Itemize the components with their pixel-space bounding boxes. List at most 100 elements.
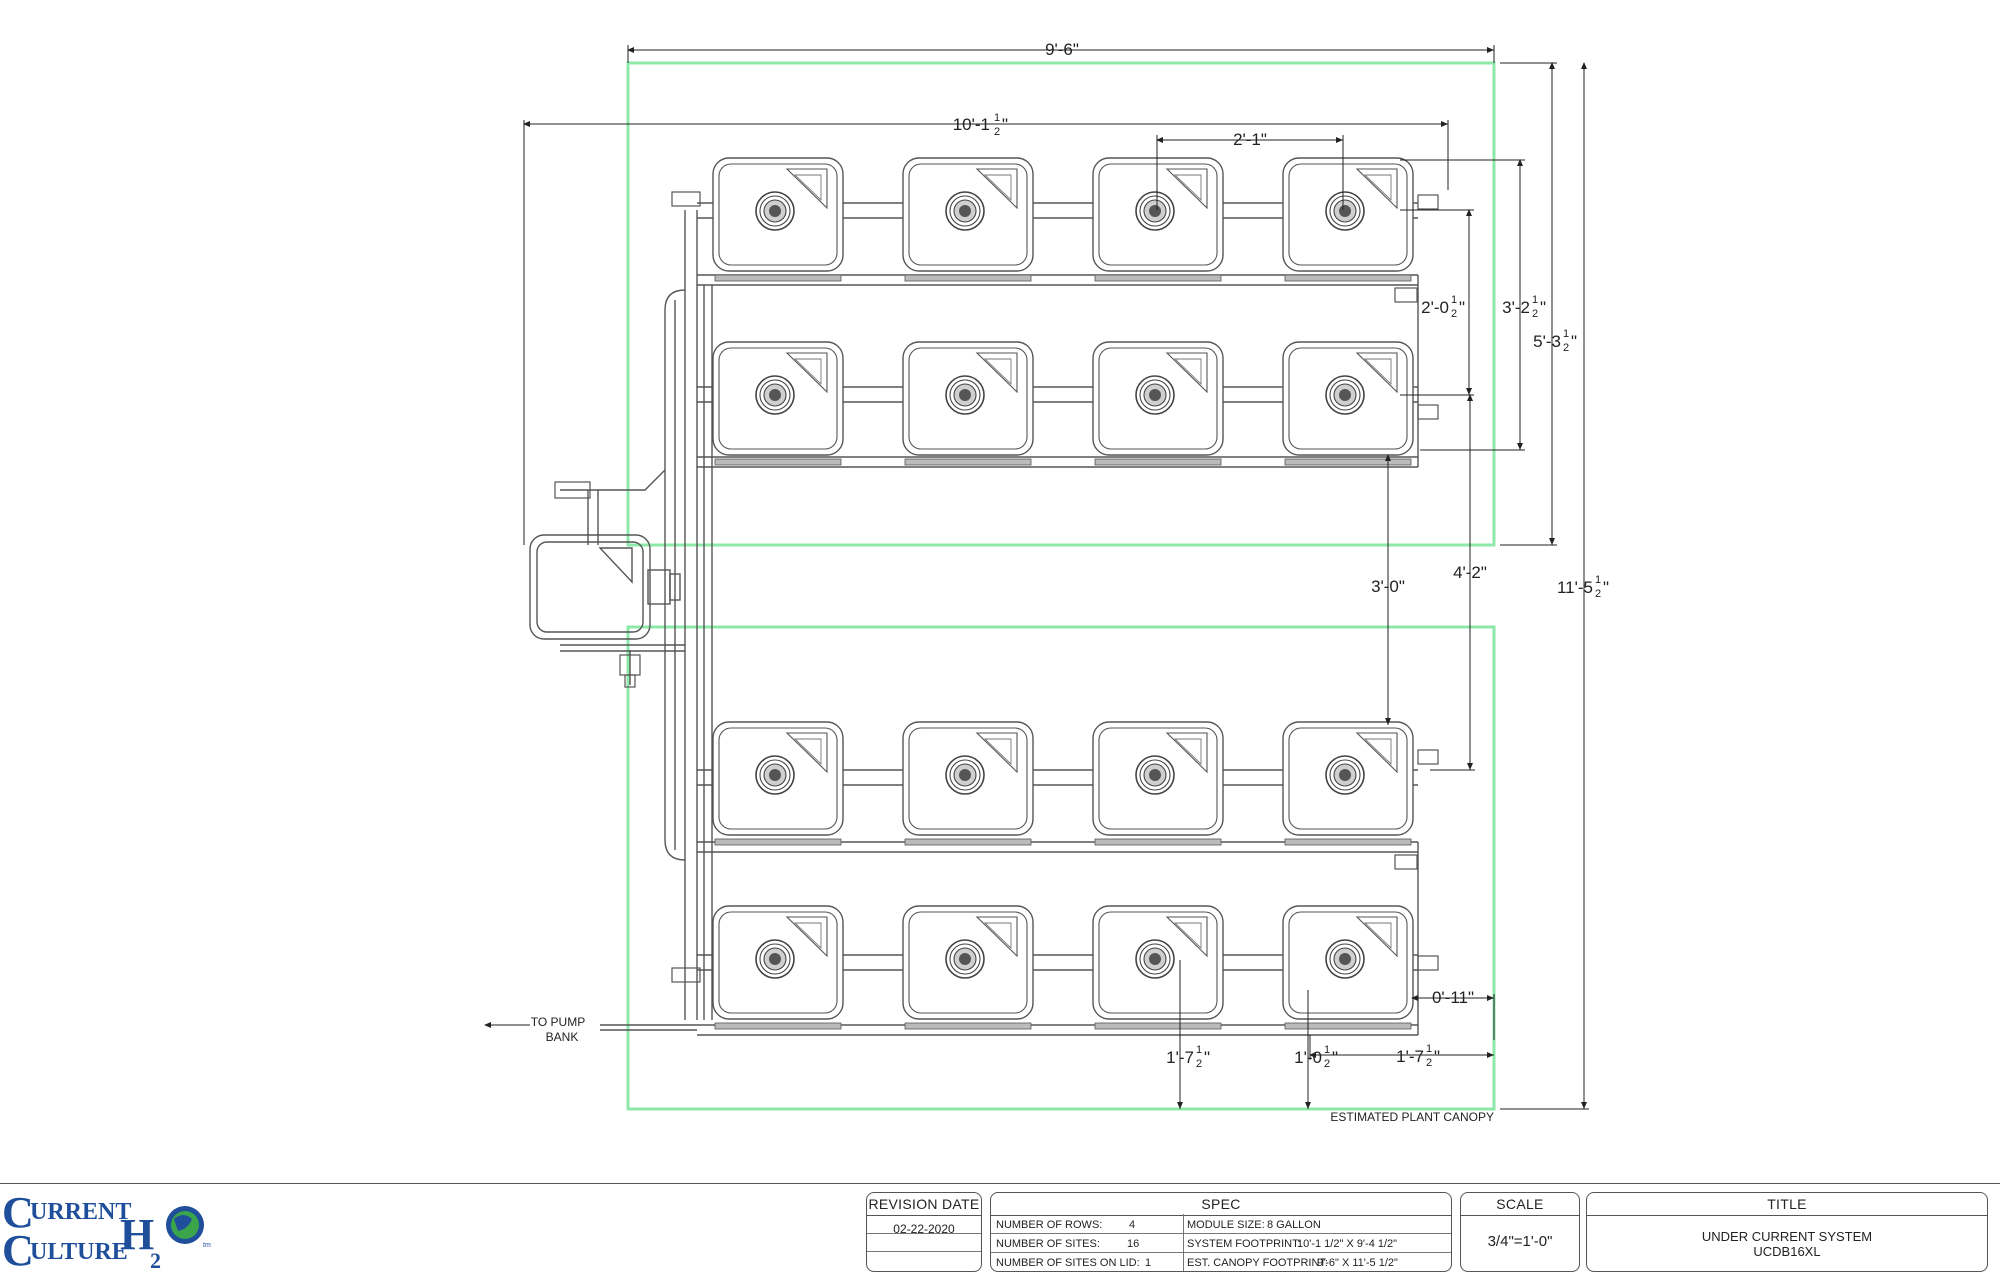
net-pot-site <box>945 939 985 979</box>
dim-overall-length: 11'-5 <box>1557 578 1593 597</box>
logo-2: 2 <box>150 1248 161 1271</box>
grow-module <box>1092 341 1224 466</box>
spec-module-size-value: 8 GALLON <box>1267 1219 1321 1231</box>
grow-module <box>1092 157 1224 282</box>
spec-canopy-footprint-label: EST. CANOPY FOOTPRINT: <box>1187 1257 1328 1269</box>
net-pot-site <box>755 191 795 231</box>
trademark: tm <box>203 1242 211 1249</box>
grow-module <box>1092 905 1224 1030</box>
to-pump-bank-label-1: TO PUMP <box>531 1015 585 1029</box>
estimated-plant-canopy-label: ESTIMATED PLANT CANOPY <box>1330 1110 1494 1124</box>
net-pot-site <box>755 755 795 795</box>
grow-module <box>1282 721 1414 846</box>
revision-date-box: REVISION DATE 02-22-2020 <box>866 1192 982 1272</box>
dim-aisle: 3'-0" <box>1371 577 1405 596</box>
spec-sites-label: NUMBER OF SITES: <box>996 1238 1100 1250</box>
row-divider <box>991 1252 1451 1253</box>
net-pot-site <box>1325 755 1365 795</box>
canopy-zone-lower <box>626 625 1496 1111</box>
grow-module <box>712 905 844 1030</box>
fraction-bottom: 2 <box>1324 1058 1330 1070</box>
title-line-2: UCDB16XL <box>1753 1244 1821 1259</box>
dim-end-clearance: 0'-11" <box>1432 988 1474 1007</box>
grow-module <box>902 157 1034 282</box>
scale-value: 3/4"=1'-0" <box>1487 1233 1553 1250</box>
dimension-lines <box>484 45 1589 1110</box>
net-pot-site <box>1135 939 1175 979</box>
grow-module-grid <box>712 157 1414 1030</box>
grow-module <box>902 905 1034 1030</box>
inch-mark: " <box>1434 1047 1440 1066</box>
revision-date-header: REVISION DATE <box>867 1193 981 1216</box>
spec-rows-value: 4 <box>1129 1219 1136 1231</box>
grow-module <box>712 157 844 282</box>
dim-row-spacing: 2'-0 <box>1421 298 1449 317</box>
fraction-bottom: 2 <box>1426 1057 1432 1069</box>
inch-mark: " <box>1540 298 1546 317</box>
inch-mark: " <box>1204 1048 1210 1067</box>
logo-initial-1: C <box>2 1189 34 1237</box>
globe-icon <box>166 1206 204 1244</box>
net-pot-site <box>1325 191 1365 231</box>
grow-module <box>712 341 844 466</box>
reservoir-module <box>529 534 681 640</box>
logo-h: H <box>120 1210 154 1259</box>
inch-mark: " <box>1603 578 1609 597</box>
fraction-top: 1 <box>1324 1044 1330 1056</box>
scale-header: SCALE <box>1461 1193 1579 1216</box>
fraction-top: 1 <box>1451 294 1457 306</box>
net-pot-site <box>1325 939 1365 979</box>
valve-assembly <box>554 481 641 688</box>
net-pot-site <box>945 191 985 231</box>
fraction-top: 1 <box>1196 1044 1202 1056</box>
fraction-top: 1 <box>1532 294 1538 306</box>
spec-rows-label: NUMBER OF ROWS: <box>996 1219 1103 1231</box>
company-logo: C URRENT C ULTURE H 2 tm <box>2 1189 211 1271</box>
end-caps <box>671 191 1439 983</box>
row-divider <box>991 1233 1451 1234</box>
fraction-top: 1 <box>1595 574 1601 586</box>
system-plan-drawing: 9'-6" 10'-1 1 2 " 2'-1" 2'-0 1 2 " 3'-2 … <box>484 40 1609 1124</box>
dim-canopy-margin-right: 1'-7 <box>1396 1047 1424 1066</box>
inch-mark: " <box>1002 115 1008 134</box>
spec-sites-value: 16 <box>1127 1238 1140 1250</box>
fraction-top: 1 <box>994 112 1000 124</box>
net-pot-site <box>755 939 795 979</box>
dimension-labels: 9'-6" 10'-1 1 2 " 2'-1" 2'-0 1 2 " 3'-2 … <box>531 40 1609 1124</box>
net-pot-site <box>755 375 795 415</box>
net-pot-site <box>945 755 985 795</box>
net-pot-site <box>1325 375 1365 415</box>
dim-canopy-margin-bottom: 1'-7 <box>1166 1048 1194 1067</box>
dim-module-offset: 1'-0 <box>1294 1048 1322 1067</box>
spec-module-size-label: MODULE SIZE: <box>1187 1219 1265 1231</box>
dim-module-spacing: 2'-1" <box>1233 130 1267 149</box>
fraction-bottom: 2 <box>1563 342 1569 354</box>
to-pump-bank-label-2: BANK <box>546 1030 579 1044</box>
spec-header: SPEC <box>991 1193 1451 1216</box>
spec-box: SPEC NUMBER OF ROWS: 4 NUMBER OF SITES: … <box>990 1192 1452 1272</box>
scale-box: SCALE 3/4"=1'-0" <box>1460 1192 1580 1272</box>
grow-module <box>902 721 1034 846</box>
dim-system-length: 10'-1 <box>953 115 990 134</box>
fraction-bottom: 2 <box>1196 1058 1202 1070</box>
title-box: TITLE UNDER CURRENT SYSTEM UCDB16XL <box>1586 1192 1988 1272</box>
grow-module <box>1282 905 1414 1030</box>
spec-sites-on-lid-label: NUMBER OF SITES ON LID: <box>996 1257 1140 1269</box>
title-block-border <box>0 1183 2000 1184</box>
fraction-bottom: 2 <box>994 126 1000 138</box>
dim-row-pair-depth: 3'-2 <box>1502 298 1530 317</box>
row-divider <box>867 1251 981 1252</box>
dim-overall-width: 9'-6" <box>1045 40 1079 59</box>
grow-module <box>712 721 844 846</box>
net-pot-site <box>945 375 985 415</box>
logo-line-2: ULTURE <box>30 1239 128 1265</box>
net-pot-site <box>1135 755 1175 795</box>
logo-line-1: URRENT <box>30 1199 131 1225</box>
logo-initial-2: C <box>2 1226 34 1271</box>
fraction-top: 1 <box>1563 328 1569 340</box>
dim-row-to-row: 4'-2" <box>1453 563 1487 582</box>
grow-module <box>1282 341 1414 466</box>
grow-module <box>1092 721 1224 846</box>
title-block: C URRENT C ULTURE H 2 tm REVISION DATE 0… <box>0 1183 2000 1273</box>
grow-module <box>902 341 1034 466</box>
